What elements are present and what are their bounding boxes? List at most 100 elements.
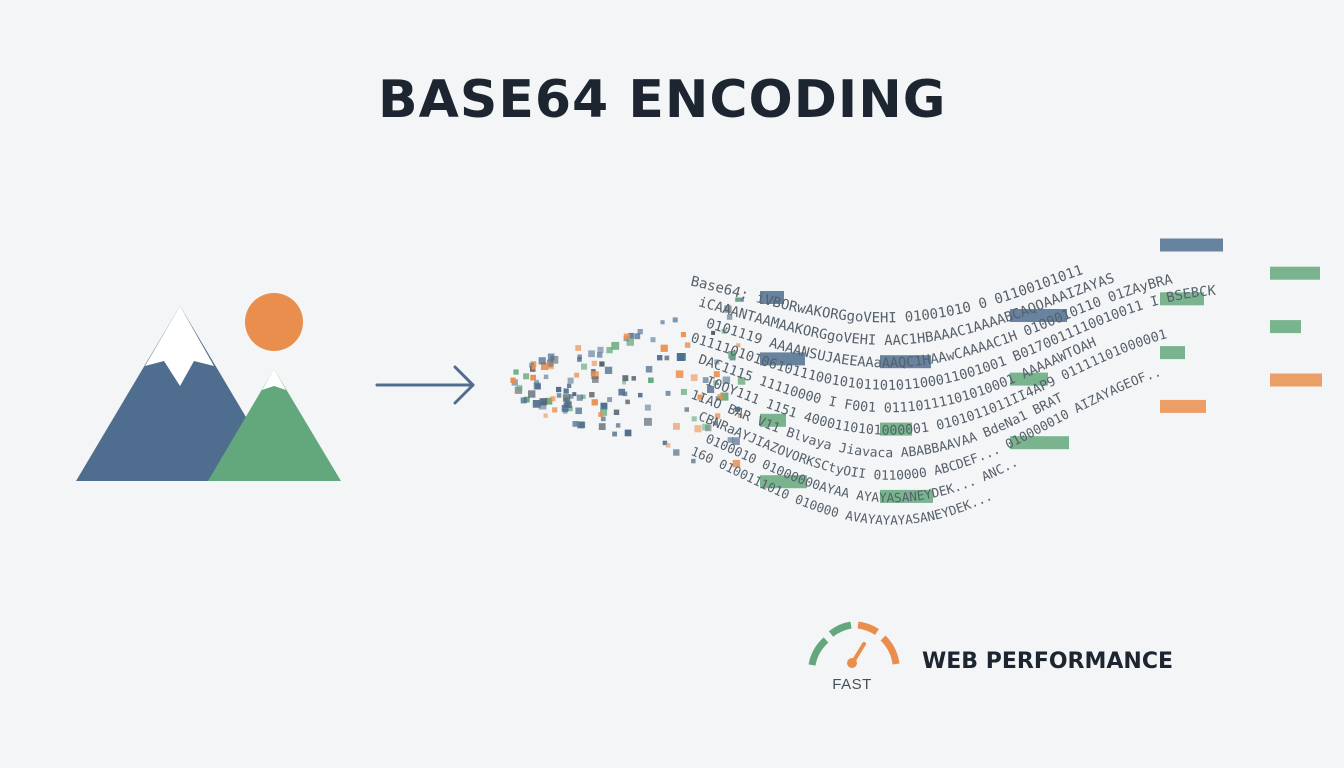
pixel-square	[728, 351, 736, 359]
pixel-square	[546, 362, 555, 370]
pixel-square	[724, 305, 732, 313]
pixel-square	[577, 421, 585, 429]
pixel-square	[622, 375, 629, 382]
pixel-square	[591, 399, 598, 406]
pixel-square	[523, 373, 530, 380]
pixel-square	[707, 385, 715, 393]
pixel-square	[538, 401, 547, 410]
green-snow-cap	[262, 369, 286, 390]
pixel-square	[612, 431, 617, 437]
pixel-square	[600, 402, 608, 410]
pixel-square	[657, 355, 663, 361]
pixel-square	[624, 429, 632, 437]
pixel-square	[726, 314, 733, 320]
stream-highlight-bar	[1160, 346, 1185, 360]
pixel-square	[569, 394, 574, 399]
mountain-sun-image-icon	[76, 293, 341, 481]
pixel-square	[567, 377, 574, 384]
pixel-square	[660, 320, 665, 325]
stream-highlight-bar	[1010, 372, 1048, 386]
pixel-square	[623, 333, 631, 340]
pixel-square	[550, 396, 556, 402]
stream-highlight-bar	[1270, 320, 1301, 334]
pixel-square	[673, 422, 680, 430]
pixel-square	[565, 401, 572, 408]
pixel-square	[556, 386, 562, 393]
pixel-square	[598, 423, 606, 430]
pixel-square	[516, 384, 523, 391]
pixel-square	[721, 328, 727, 334]
pixel-square	[533, 382, 541, 390]
pixel-square	[581, 363, 588, 370]
pixel-scatter	[510, 297, 746, 468]
stream-highlight-bar	[880, 489, 933, 503]
pixel-square	[720, 392, 729, 401]
pixel-square	[547, 353, 555, 360]
pixel-square	[638, 392, 643, 398]
pixel-square	[717, 394, 724, 401]
pixel-square	[665, 390, 671, 396]
pixel-square	[680, 332, 686, 338]
pixel-square	[637, 329, 643, 335]
pixel-square	[556, 393, 562, 398]
arrow-right-icon	[375, 365, 475, 405]
pixel-square	[662, 440, 668, 446]
stream-highlight-bar	[1160, 238, 1223, 252]
pixel-square	[622, 380, 627, 385]
stream-highlight-bar	[1010, 436, 1069, 450]
stream-highlight-bar	[1010, 309, 1067, 322]
pixel-square	[591, 360, 597, 366]
pixel-square	[660, 344, 668, 352]
pixel-square	[665, 442, 671, 448]
pixel-square	[711, 330, 716, 335]
pixel-square	[529, 362, 534, 368]
pixel-square	[538, 357, 546, 365]
pixel-square	[631, 376, 636, 381]
stream-highlight-bars	[760, 238, 1322, 503]
pixel-square	[599, 361, 605, 367]
pixel-square	[628, 332, 634, 339]
pixel-square	[600, 416, 606, 422]
pixel-square	[531, 365, 536, 370]
pixel-square	[590, 371, 599, 380]
pixel-square	[574, 372, 580, 378]
pixel-square	[563, 388, 569, 394]
pixel-square	[607, 397, 613, 403]
pixel-square	[672, 317, 678, 323]
pixel-square	[644, 404, 651, 411]
pixel-square	[713, 421, 718, 426]
pixel-square	[735, 406, 740, 412]
pixel-square	[702, 377, 709, 383]
pixel-square	[597, 352, 603, 358]
snow-cap	[145, 306, 214, 386]
pixel-square	[534, 379, 539, 385]
pixel-square	[691, 416, 697, 422]
pixel-square	[588, 350, 595, 358]
pixel-square	[694, 425, 702, 433]
pixel-square	[722, 376, 731, 384]
pixel-square	[625, 399, 630, 405]
stream-highlight-bar	[760, 291, 784, 304]
pixel-square	[520, 397, 527, 404]
pixel-square	[697, 394, 703, 400]
pixel-square	[600, 408, 608, 416]
green-mountain	[208, 369, 341, 481]
pixel-square	[713, 371, 720, 378]
stream-highlight-bar	[760, 413, 786, 427]
pixel-square	[510, 377, 516, 383]
pixel-square	[572, 421, 579, 427]
pixel-square	[732, 459, 741, 468]
sun-circle	[245, 293, 303, 351]
pixel-square	[736, 343, 741, 348]
pixel-square	[645, 366, 653, 373]
stream-highlight-bar	[1160, 292, 1204, 306]
pixel-square	[735, 297, 740, 302]
pixel-square	[676, 353, 685, 361]
pixel-square	[727, 437, 734, 443]
pixel-square	[532, 400, 541, 408]
pixel-square	[675, 370, 684, 378]
pixel-square	[561, 405, 569, 412]
stream-highlight-bar	[1270, 266, 1320, 280]
blue-mountain	[76, 306, 284, 481]
